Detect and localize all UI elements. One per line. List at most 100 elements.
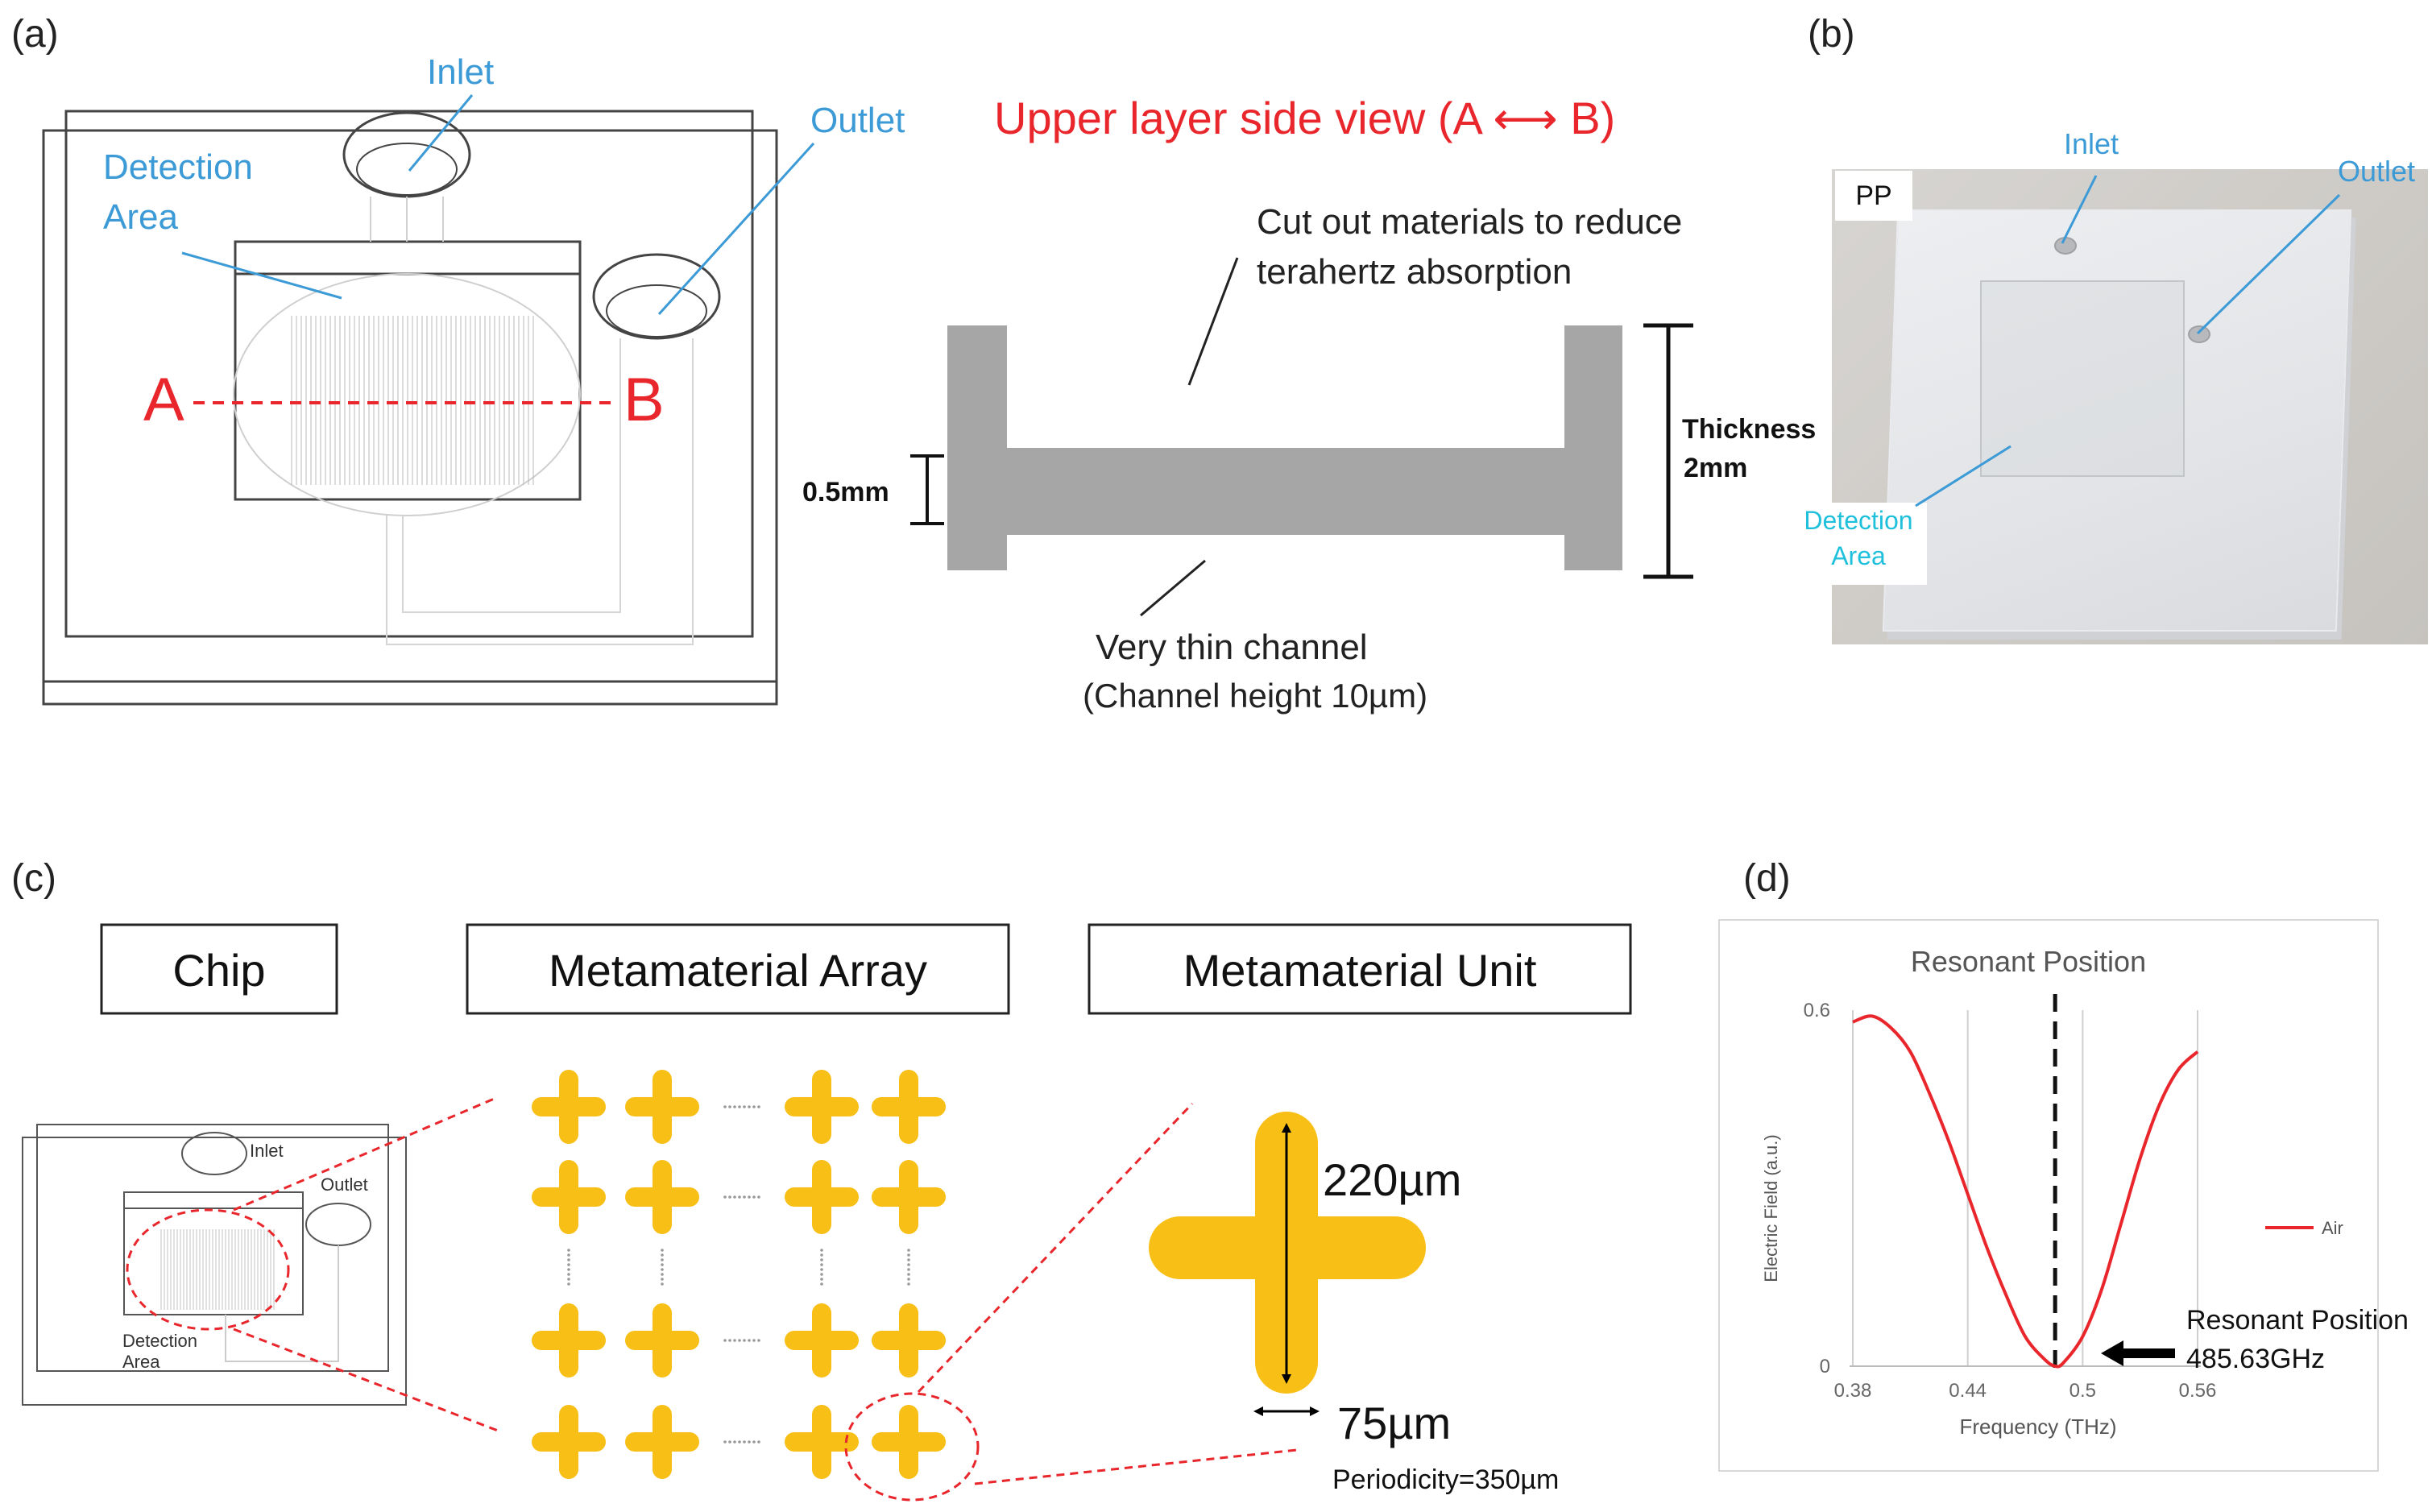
mini-inlet-label: Inlet — [250, 1141, 284, 1161]
panel-a: (a) Inlet Outlet Detection — [11, 13, 905, 706]
ellipsis-dot — [743, 1440, 746, 1444]
chip-photo-detection-window — [1980, 280, 2185, 477]
ellipsis-dot — [567, 1273, 570, 1276]
panel-c: (c) Chip Metamaterial Array Metamaterial… — [11, 857, 1632, 1502]
mini-chip-drawing — [22, 1124, 407, 1406]
ellipsis-dot — [661, 1253, 664, 1257]
mini-zoom-ellipse — [126, 1208, 290, 1331]
ellipsis-dot — [752, 1339, 756, 1342]
array-cross — [532, 1405, 606, 1479]
array-cross — [872, 1405, 946, 1479]
unit-box — [1088, 923, 1632, 1015]
upper-layer-cross-section — [947, 325, 1622, 570]
ellipsis-dot — [748, 1440, 751, 1444]
zoom-line-unit-top — [917, 1102, 1194, 1394]
inlet-leader — [408, 94, 474, 172]
panel-d: (d) Resonant Position Electric Field (a.… — [1718, 857, 2409, 1472]
ellipsis-dot — [738, 1195, 741, 1199]
section-point-a: A — [143, 366, 184, 434]
ellipsis-dot — [907, 1253, 910, 1257]
photo-outlet-label: Outlet — [2338, 155, 2416, 188]
chart-frame — [1718, 919, 2379, 1472]
cut-out-note-line1: Cut out materials to reduce — [1257, 202, 1682, 242]
ellipsis-dot — [757, 1105, 760, 1108]
ellipsis-dot — [733, 1195, 736, 1199]
detection-area-leader — [181, 251, 342, 300]
ellipsis-dot — [752, 1440, 756, 1444]
chip-box — [100, 923, 338, 1015]
ellipsis-dot — [661, 1273, 664, 1276]
ellipsis-dot — [733, 1105, 736, 1108]
ellipsis-dot — [748, 1339, 751, 1342]
ellipsis-dot — [820, 1258, 823, 1261]
channel-leader — [1140, 559, 1206, 617]
array-cross — [872, 1303, 946, 1377]
cut-out-note-line2: terahertz absorption — [1257, 252, 1572, 292]
ellipsis-dot — [757, 1195, 760, 1199]
ellipsis-dot — [567, 1253, 570, 1257]
outlet-label: Outlet — [810, 101, 905, 140]
mini-outlet-label: Outlet — [321, 1174, 368, 1195]
ellipsis-dot — [743, 1195, 746, 1199]
ellipsis-dot — [661, 1268, 664, 1271]
ellipsis-dot — [661, 1278, 664, 1281]
ellipsis-dot — [661, 1282, 664, 1286]
unit-length-label: 220µm — [1323, 1154, 1461, 1205]
ellipsis-dot — [820, 1268, 823, 1271]
ellipsis-dot — [723, 1105, 727, 1108]
array-cross — [785, 1405, 859, 1479]
array-ellipsis-dots — [567, 1105, 910, 1444]
ellipsis-dot — [907, 1278, 910, 1281]
y-tick-label: 0.6 — [1804, 1000, 1830, 1021]
chart-xlabel: Frequency (THz) — [1959, 1415, 2116, 1439]
panel-label-a: (a) — [11, 13, 59, 56]
side-view-title: Upper layer side view (A ⟷ B) — [994, 93, 1615, 143]
unit-zoom-ellipse — [844, 1392, 980, 1502]
metamaterial-array — [532, 1070, 946, 1479]
zoom-line-chip-bottom — [233, 1328, 499, 1432]
ellipsis-dot — [738, 1105, 741, 1108]
resonance-annotation-line1: Resonant Position — [2186, 1305, 2409, 1336]
ellipsis-dot — [728, 1105, 731, 1108]
section-point-b: B — [624, 366, 665, 434]
ellipsis-dot — [728, 1195, 731, 1199]
channel-note-line2: (Channel height 10µm) — [1083, 677, 1427, 715]
ellipsis-dot — [907, 1273, 910, 1276]
inlet-label: Inlet — [427, 52, 494, 92]
detection-array-mesh — [291, 316, 534, 485]
thickness-label-line1: Thickness — [1682, 414, 1816, 445]
chip-photo — [1832, 169, 2428, 644]
chart-title: Resonant Position — [1911, 945, 2146, 978]
array-cross — [872, 1160, 946, 1234]
array-cross — [785, 1303, 859, 1377]
panel-label-d: (d) — [1743, 857, 1791, 900]
resonance-annotation-line2: 485.63GHz — [2186, 1344, 2325, 1374]
ellipsis-dot — [738, 1339, 741, 1342]
chip-photo-outlet-hole — [2188, 325, 2210, 343]
unit-box-label: Metamaterial Unit — [1183, 945, 1537, 996]
periodicity-label: Periodicity=350µm — [1332, 1464, 1559, 1495]
ellipsis-dot — [723, 1339, 727, 1342]
ellipsis-dot — [820, 1282, 823, 1286]
zoom-line-chip-top — [233, 1096, 499, 1212]
mini-detection-array-mesh — [160, 1229, 275, 1310]
ellipsis-dot — [661, 1258, 664, 1261]
series-air-points — [1852, 1016, 2198, 1367]
ellipsis-dot — [757, 1440, 760, 1444]
ellipsis-dot — [757, 1339, 760, 1342]
chart-ylabel: Electric Field (a.u.) — [1761, 1134, 1781, 1282]
chip-photo-inlet-hole — [2054, 237, 2077, 255]
legend-label-air: Air — [2322, 1218, 2343, 1238]
ellipsis-dot — [743, 1339, 746, 1342]
outlet-leader — [657, 142, 815, 316]
array-cross — [872, 1070, 946, 1144]
ellipsis-dot — [567, 1278, 570, 1281]
ellipsis-dot — [752, 1105, 756, 1108]
array-box — [466, 923, 1010, 1015]
ellipsis-dot — [820, 1253, 823, 1257]
ellipsis-dot — [907, 1263, 910, 1266]
dimension-0p5mm-label: 0.5mm — [802, 477, 889, 507]
y-tick-label: 0 — [1820, 1356, 1830, 1377]
mini-detection-label-line2: Area — [122, 1352, 160, 1372]
